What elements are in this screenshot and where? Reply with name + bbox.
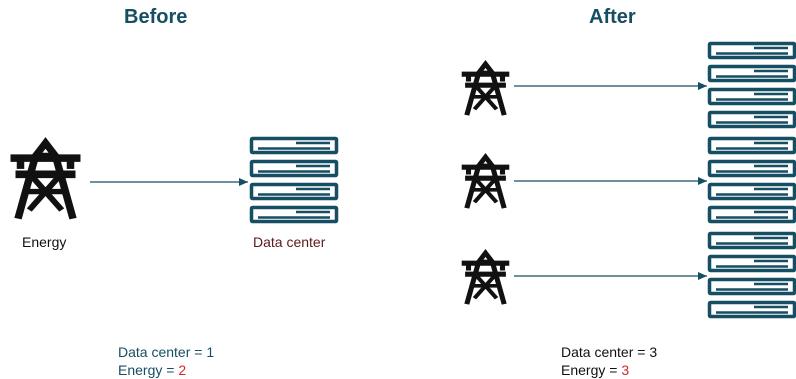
before-energy-count: Energy = 2: [118, 362, 187, 378]
after-datacenter-count: Data center = 3: [561, 344, 658, 360]
after-energy-tower-icon-3: [462, 253, 510, 304]
after-energy-count: Energy = 3: [561, 362, 630, 378]
after-energy-tower-icon-2: [462, 157, 510, 208]
before-stats: Data center = 1 Energy = 2: [118, 343, 214, 379]
after-server-rack-icon-3: [710, 234, 795, 317]
before-datacenter-count: Data center = 1: [118, 344, 215, 360]
before-energy-tower-icon: [11, 143, 81, 219]
after-energy-tower-icon-1: [462, 64, 510, 115]
after-heading: After: [589, 6, 636, 28]
before-heading: Before: [124, 6, 188, 28]
data-center-label: Data center: [253, 234, 326, 250]
energy-label: Energy: [22, 234, 67, 250]
before-server-rack-icon: [252, 139, 337, 222]
after-server-rack-icon-2: [710, 139, 795, 222]
after-server-rack-icon-1: [710, 44, 795, 127]
after-stats: Data center = 3 Energy = 3: [561, 343, 657, 379]
